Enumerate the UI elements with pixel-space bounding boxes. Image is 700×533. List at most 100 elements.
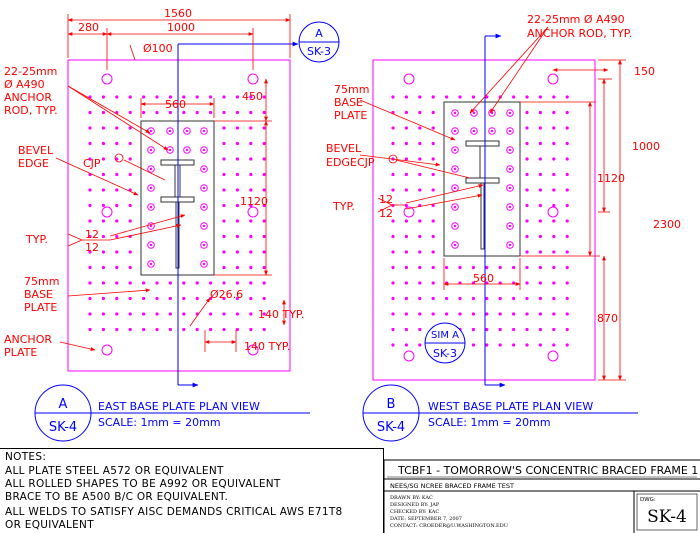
east-dim-1000: 1000 <box>167 21 195 34</box>
bolt-hole <box>88 296 92 301</box>
note-line: BRACE TO BE A500 B/C OR EQUIVALENT. <box>5 491 229 503</box>
bolt-hole <box>155 312 159 316</box>
bolt-hole <box>458 95 462 99</box>
bolt-hole <box>115 312 119 316</box>
bolt-hole <box>262 172 266 177</box>
bolt-hole <box>391 327 395 332</box>
bolt-hole <box>525 157 529 161</box>
east-typ-label: TYP. <box>25 233 48 246</box>
east-dim-total: 1560 <box>164 7 192 20</box>
bolt-hole <box>485 265 489 270</box>
bolt-hole <box>222 172 226 177</box>
bolt-hole <box>565 172 569 177</box>
bolt-hole <box>552 234 556 239</box>
west-large-hole-ml <box>403 206 415 218</box>
bolt-hole <box>88 203 92 208</box>
note-line: ALL ROLLED SHAPES TO BE A992 OR EQUIVALE… <box>5 478 281 490</box>
anchor-rod-center <box>508 129 512 133</box>
bolt-hole <box>262 188 266 192</box>
bolt-hole <box>88 110 92 115</box>
bolt-hole <box>565 312 569 316</box>
bolt-hole <box>525 126 529 130</box>
bolt-hole <box>565 110 569 115</box>
bolt-hole <box>235 126 239 130</box>
bolt-hole <box>142 296 146 301</box>
bolt-hole <box>249 250 253 254</box>
bolt-hole <box>101 265 105 270</box>
bolt-hole <box>88 188 92 192</box>
anchor-rod-center <box>149 243 153 247</box>
west-dim-1120: 1120 <box>597 172 625 185</box>
bolt-hole <box>418 327 422 332</box>
title-block: TCBF1 - TOMORROW'S CONCENTRIC BRACED FRA… <box>383 459 700 533</box>
bolt-hole <box>431 126 435 130</box>
anchor-rod-hole <box>451 241 459 249</box>
bolt-hole <box>565 188 569 192</box>
west-dim-150: 150 <box>634 65 655 78</box>
anchor-rod-center <box>202 224 206 228</box>
bolt-hole <box>471 265 475 270</box>
anchor-rod-hole <box>147 203 155 211</box>
bolt-hole <box>155 281 159 285</box>
bolt-hole <box>391 126 395 130</box>
bolt-hole <box>128 296 132 301</box>
bolt-hole <box>525 172 529 177</box>
anchor-rod-hole <box>506 222 514 230</box>
bolt-hole <box>142 95 146 99</box>
bolt-hole <box>552 219 556 223</box>
bolt-hole <box>182 296 186 301</box>
east-dim-140-h: 140 TYP. <box>244 340 290 353</box>
anchor-rod-center <box>508 167 512 171</box>
bolt-hole <box>115 141 119 146</box>
bolt-hole <box>249 157 253 161</box>
bolt-hole <box>498 265 502 270</box>
bolt-hole <box>88 234 92 239</box>
bolt-hole <box>222 312 226 316</box>
bolt-hole <box>431 219 435 223</box>
bolt-hole <box>552 281 556 285</box>
bolt-hole <box>485 95 489 99</box>
bolt-hole <box>471 312 475 316</box>
anchor-rod-hole <box>200 241 208 249</box>
section-callout-a[interactable]: A SK-3 <box>298 21 340 63</box>
bolt-hole <box>552 95 556 99</box>
bolt-hole <box>249 203 253 208</box>
bolt-hole <box>182 312 186 316</box>
west-column-base-plate <box>443 101 521 257</box>
anchor-rod-center <box>168 148 172 152</box>
bolt-hole <box>525 312 529 316</box>
west-view-marker[interactable]: B SK-4 WEST BASE PLATE PLAN VIEW SCALE: … <box>362 384 638 442</box>
anchor-rod-center <box>185 129 189 133</box>
bolt-hole <box>262 250 266 254</box>
anchor-rod-center <box>149 129 153 133</box>
east-large-hole-mr <box>247 206 259 218</box>
bolt-hole <box>209 110 213 115</box>
bolt-hole <box>404 95 408 99</box>
bolt-hole <box>235 110 239 115</box>
anchor-rod-center <box>490 111 494 115</box>
bolt-hole <box>115 327 119 332</box>
anchor-rod-center <box>472 129 476 133</box>
bolt-hole <box>235 219 239 223</box>
bolt-hole <box>525 188 529 192</box>
bolt-hole <box>498 296 502 301</box>
anchor-rod-center <box>202 243 206 247</box>
anchor-rod-center <box>453 205 457 209</box>
east-view-marker[interactable]: A SK-4 EAST BASE PLATE PLAN VIEW SCALE: … <box>34 384 310 442</box>
bolt-hole <box>552 188 556 192</box>
west-baseplate-label-3: PLATE <box>334 109 367 122</box>
bolt-hole <box>222 95 226 99</box>
west-bevel-label-1: BEVEL <box>326 142 362 155</box>
anchor-rod-hole <box>200 165 208 173</box>
anchor-rod-center <box>149 205 153 209</box>
west-hole-grid <box>391 95 569 347</box>
anchor-rod-hole <box>183 146 191 154</box>
west-dim-560: 560 <box>473 272 494 285</box>
bolt-hole <box>431 250 435 254</box>
west-view-title: WEST BASE PLATE PLAN VIEW <box>428 400 593 413</box>
bolt-hole <box>458 265 462 270</box>
anchor-rod-center <box>508 243 512 247</box>
bolt-hole <box>471 343 475 347</box>
bolt-hole <box>404 312 408 316</box>
sim-section-callout[interactable]: SIM A SK-3 <box>424 322 466 364</box>
